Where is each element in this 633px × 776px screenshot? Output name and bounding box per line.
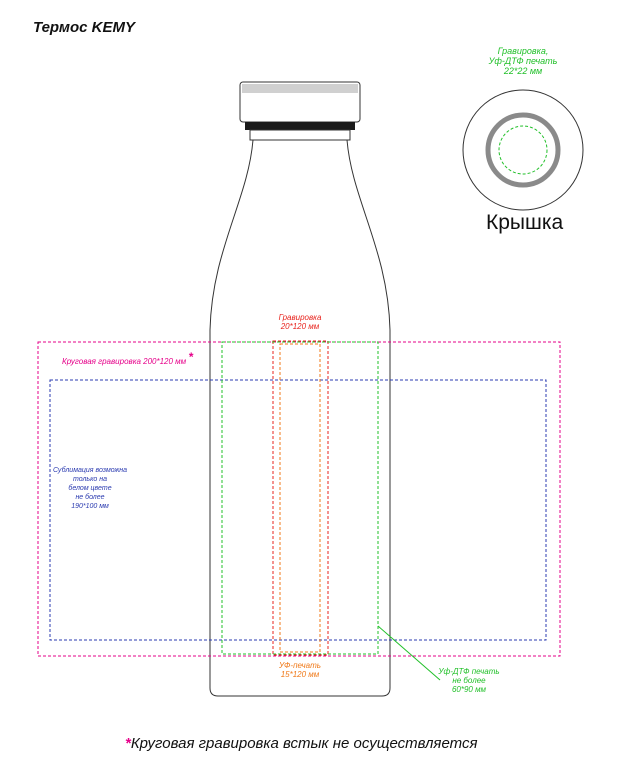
bottle-neck <box>249 129 351 141</box>
uv-dtf-label: Уф-ДТФ печать не более 60*90 мм <box>423 667 515 694</box>
zone-sublimation <box>49 379 547 641</box>
zone-engraving-strip <box>272 340 329 656</box>
sublimation-label-line: Сублимация возможна <box>52 467 128 474</box>
uv-print-label-line: УФ-печать <box>279 661 321 670</box>
lid-caption: Крышка <box>486 211 564 234</box>
uv-dtf-label-line: 60*90 мм <box>451 685 487 694</box>
engraving-strip-label: Гравировка 20*120 мм <box>250 313 350 331</box>
zone-uv-print <box>279 343 321 653</box>
uv-print-label-line: 15*120 мм <box>280 670 320 679</box>
lid-outer <box>462 89 584 211</box>
circular-engraving-label-text: Круговая гравировка 200*120 мм <box>62 357 187 366</box>
lid-label-line: Уф-ДТФ печать <box>488 56 558 66</box>
sublimation-label-line: не более <box>75 494 105 501</box>
asterisk-marker: * <box>125 735 131 752</box>
asterisk-marker: * <box>188 350 194 364</box>
uv-print-label: УФ-печать 15*120 мм <box>250 661 350 679</box>
sublimation-label: Сублимация возможна только на белом цвет… <box>40 466 140 511</box>
lid-label: Гравировка, Уф-ДТФ печать 22*22 мм <box>470 46 576 76</box>
sublimation-label-line: белом цвете <box>68 485 112 492</box>
lid-print-zone <box>498 125 548 175</box>
zone-uv-dtf-print <box>221 341 379 655</box>
sublimation-label-line: только на <box>72 476 107 483</box>
lid-label-line: 22*22 мм <box>503 66 543 76</box>
circular-engraving-label: Круговая гравировка 200*120 мм * <box>62 350 193 366</box>
footer-note-text: Круговая гравировка встык не осуществляе… <box>130 735 478 752</box>
footer-note: *Круговая гравировка встык не осуществля… <box>125 735 477 752</box>
bottle-cap-band <box>242 84 358 93</box>
uv-dtf-label-line: Уф-ДТФ печать <box>438 667 500 676</box>
engraving-strip-label-line: Гравировка <box>278 313 322 322</box>
lid-ring <box>485 112 561 188</box>
sublimation-label-line: 190*100 мм <box>71 503 109 510</box>
uv-dtf-leader-line <box>377 625 441 681</box>
page-title: Термос KEMY <box>33 19 136 36</box>
bottle-body <box>209 139 391 697</box>
bottle-neck-ring <box>245 122 355 130</box>
lid-label-line: Гравировка, <box>497 46 549 56</box>
uv-dtf-label-line: не более <box>452 676 486 685</box>
engraving-strip-label-line: 20*120 мм <box>280 322 320 331</box>
